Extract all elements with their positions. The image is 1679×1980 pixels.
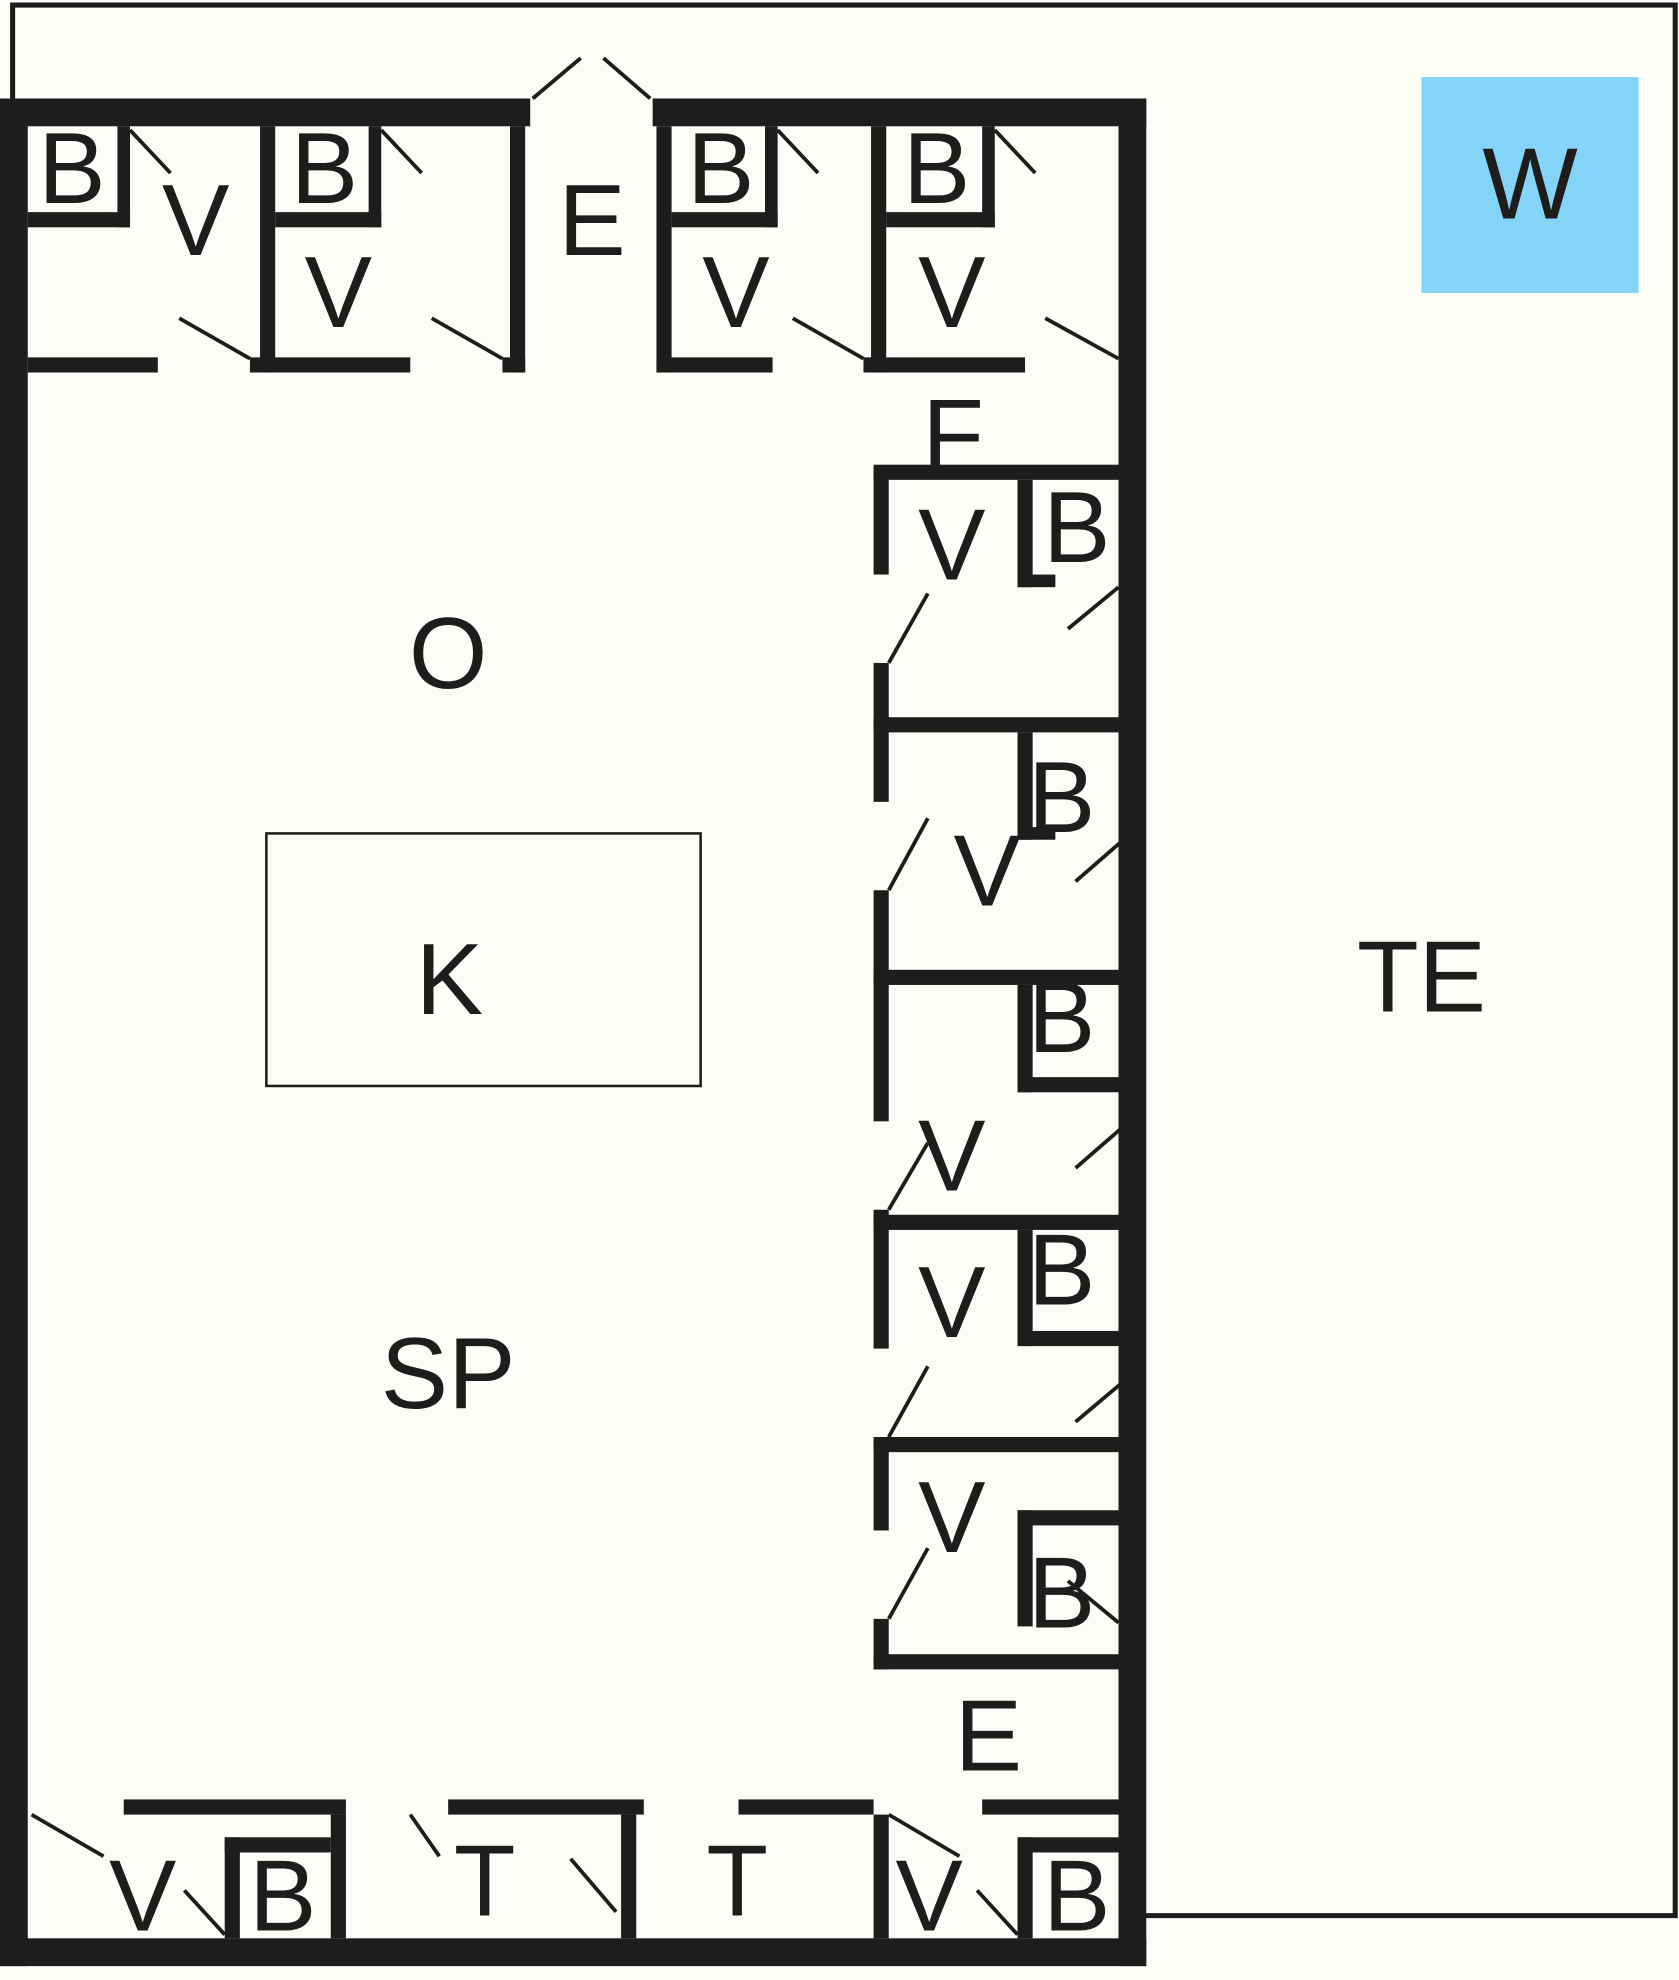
label-bedroom: V	[954, 815, 1021, 927]
label-f: F	[922, 380, 984, 492]
label-bedroom: V	[305, 237, 372, 349]
terrace-outline	[10, 2, 1678, 1919]
label-bathroom: B	[291, 113, 358, 225]
walls	[0, 98, 1147, 1967]
label-toilet: T	[454, 1825, 516, 1937]
label-bedroom: V	[162, 165, 229, 277]
label-bathroom: B	[903, 113, 970, 225]
label-entrance-bottom: E	[955, 1680, 1022, 1792]
label-bedroom: V	[702, 237, 769, 349]
label-bathroom: B	[1028, 962, 1095, 1074]
kitchen-island	[265, 832, 702, 1088]
label-bedroom: V	[109, 1841, 176, 1953]
label-bathroom: B	[687, 113, 754, 225]
label-bathroom: B	[1028, 1538, 1095, 1650]
water-feature	[1421, 77, 1639, 293]
label-terrace: TE	[1357, 921, 1486, 1033]
label-dining: SP	[381, 1318, 516, 1430]
label-bathroom: B	[38, 113, 105, 225]
label-entrance-top: E	[558, 165, 625, 277]
door-swings	[30, 56, 1125, 1936]
label-bathroom: B	[249, 1841, 316, 1953]
label-kitchen: K	[416, 924, 483, 1036]
label-bedroom: V	[918, 1101, 985, 1213]
label-bathroom: B	[1043, 472, 1110, 584]
label-bedroom: V	[918, 1247, 985, 1359]
label-bathroom: B	[1028, 742, 1095, 854]
label-bedroom: V	[918, 490, 985, 602]
label-living: O	[409, 598, 488, 710]
label-water: W	[1482, 128, 1577, 240]
label-bedroom: V	[918, 237, 985, 349]
label-toilet: T	[706, 1825, 768, 1937]
label-bathroom: B	[1043, 1841, 1110, 1953]
label-bedroom: V	[895, 1841, 962, 1953]
label-bathroom: B	[1028, 1214, 1095, 1326]
room-labels: W TE E F O K SP E B B B B B B B B B B B …	[38, 113, 1577, 1952]
label-bedroom: V	[918, 1462, 985, 1574]
